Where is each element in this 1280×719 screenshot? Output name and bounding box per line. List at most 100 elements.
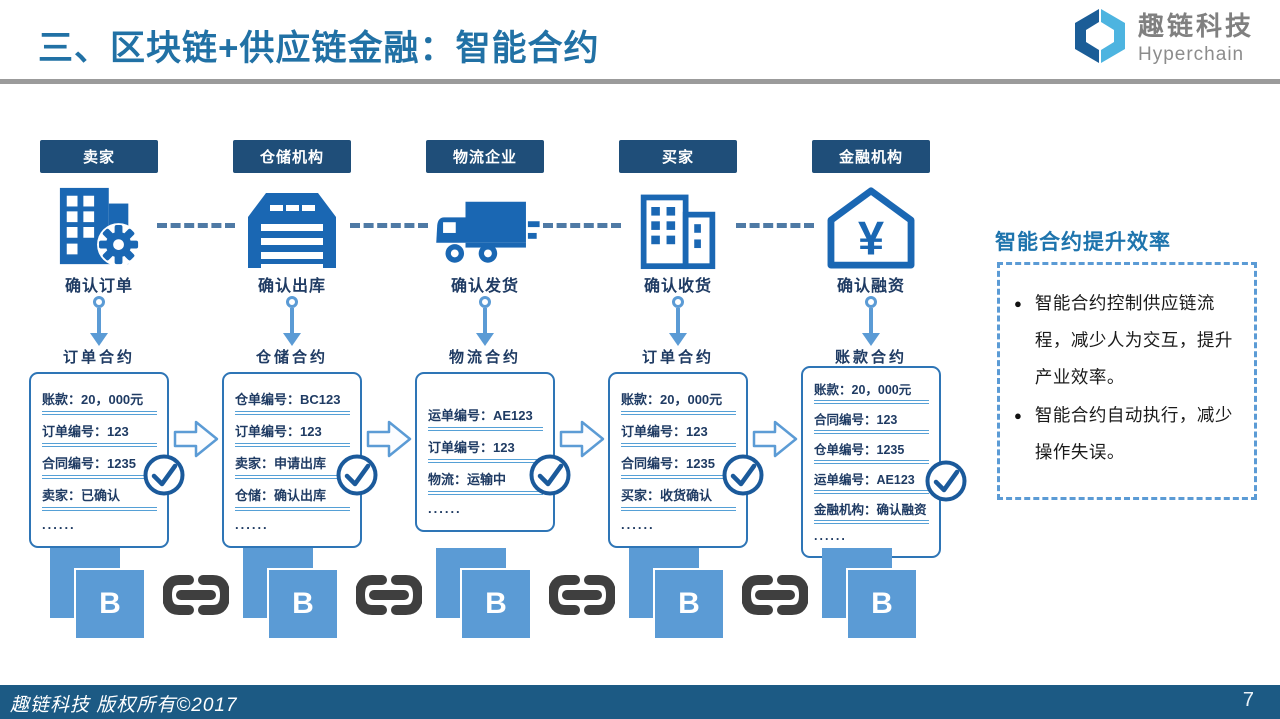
action-label: 确认出库 (257, 278, 326, 295)
contract-label: 账款合约 (834, 349, 907, 366)
column-logistics: 物流企业 确认发货 物流合约 运单编号：AE123 订单编号：123 物流：运输… (405, 140, 571, 620)
column-buyer: 买家 确认收货 订单合约 账款：20，000元 订单编号：123 合同编号：12… (598, 140, 764, 620)
bank-house-yuan-icon: ¥ (827, 187, 915, 269)
contract-field: 买家：收货确认 (621, 482, 736, 511)
icon-wrap (212, 178, 372, 270)
column-seller: 卖家 确认订单 (19, 140, 185, 620)
right-arrow-icon (752, 420, 798, 458)
block-front-square: B (74, 568, 146, 640)
contract-field: 仓单编号：1235 (814, 437, 929, 464)
action-label: 确认融资 (836, 278, 905, 295)
check-circle-icon (925, 460, 967, 502)
logo-name-en: Hyperchain (1138, 44, 1245, 65)
contract-label: 物流合约 (448, 349, 521, 366)
contract-field-ellipsis: ...... (42, 517, 76, 532)
seller-building-gear-icon (59, 187, 141, 267)
contract-field: 订单编号：123 (42, 418, 157, 447)
entity-badge: 买家 (619, 140, 737, 173)
contract-field: 合同编号：1235 (42, 450, 157, 479)
warehouse-icon (248, 193, 336, 268)
block-front-square: B (653, 568, 725, 640)
contract-field: 订单编号：123 (235, 418, 350, 447)
contract-label: 仓储合约 (255, 349, 328, 366)
blockchain-block: B (629, 548, 727, 644)
dashed-connector (350, 223, 428, 228)
contract-card: 账款：20，000元 订单编号：123 合同编号：1235 买家：收货确认 ..… (608, 372, 748, 548)
contract-card: 账款：20，000元 订单编号：123 合同编号：1235 卖家：已确认 ...… (29, 372, 169, 548)
action-label: 确认发货 (450, 278, 519, 295)
header-divider (0, 79, 1280, 84)
contract-field: 账款：20，000元 (814, 377, 929, 404)
block-front-square: B (267, 568, 339, 640)
contract-field: 账款：20，000元 (42, 386, 157, 415)
side-panel-box: ● 智能合约控制供应链流程，减少人为交互，提升产业效率。 ● 智能合约自动执行，… (997, 262, 1257, 500)
contract-label: 订单合约 (62, 349, 135, 366)
copyright-text: 趣链科技 版权所有©2017 (10, 695, 238, 716)
column-finance: 金融机构 ¥ 确认融资 账款合约 账款：20，000元 合同编号：123 仓单编… (791, 140, 967, 620)
logo-text: 趣链科技 Hyperchain (1138, 6, 1254, 66)
contract-field-ellipsis: ...... (621, 517, 655, 532)
dashed-connector (736, 223, 814, 228)
contract-field: 仓单编号：BC123 (235, 386, 350, 415)
block-front-square: B (846, 568, 918, 640)
right-arrow-icon (173, 420, 219, 458)
side-panel-title: 智能合约提升效率 (995, 231, 1171, 254)
bullet-marker: ● (1014, 408, 1022, 424)
down-arrow-icon (476, 296, 494, 346)
blockchain-block: B (243, 548, 341, 644)
entity-badge: 仓储机构 (233, 140, 351, 173)
truck-icon (436, 201, 540, 263)
bullet-item: ● 智能合约控制供应链流程，减少人为交互，提升产业效率。 (1014, 285, 1244, 395)
icon-wrap: ¥ (791, 178, 951, 270)
dashed-connector (157, 223, 235, 228)
contract-label: 订单合约 (641, 349, 714, 366)
contract-field: 订单编号：123 (428, 434, 543, 463)
entity-badge: 卖家 (40, 140, 158, 173)
contract-field: 订单编号：123 (621, 418, 736, 447)
bullet-item: ● 智能合约自动执行，减少操作失误。 (1014, 397, 1244, 471)
right-arrow-icon (559, 420, 605, 458)
chain-link-icon (742, 575, 808, 615)
contract-field: 运单编号：AE123 (428, 402, 543, 431)
right-arrow-icon (366, 420, 412, 458)
contract-field-ellipsis: ...... (428, 501, 462, 516)
contract-field: 卖家：已确认 (42, 482, 157, 511)
column-warehouse: 仓储机构 确认出库 仓储合约 仓单编号：BC123 订单编号：123 卖家：申请… (212, 140, 378, 620)
bullet-marker: ● (1014, 296, 1022, 311)
contract-card: 仓单编号：BC123 订单编号：123 卖家：申请出库 仓储：确认出库 ....… (222, 372, 362, 548)
buyer-buildings-icon (640, 194, 716, 270)
contract-card: 账款：20，000元 合同编号：123 仓单编号：1235 运单编号：AE123… (801, 366, 941, 558)
entity-badge: 物流企业 (426, 140, 544, 173)
check-circle-icon (722, 454, 764, 496)
dashed-connector (543, 223, 621, 228)
down-arrow-icon (862, 296, 880, 346)
icon-wrap (19, 178, 179, 270)
footer-bar (0, 685, 1280, 719)
check-circle-icon (529, 454, 571, 496)
contract-field: 合同编号：123 (814, 407, 929, 434)
down-arrow-icon (90, 296, 108, 346)
chain-link-icon (356, 575, 422, 615)
check-circle-icon (336, 454, 378, 496)
icon-wrap (598, 178, 758, 270)
yuan-symbol: ¥ (858, 212, 884, 264)
block-front-square: B (460, 568, 532, 640)
contract-field-ellipsis: ...... (814, 529, 847, 543)
contract-field: 运单编号：AE123 (814, 467, 929, 494)
blockchain-block: B (50, 548, 148, 644)
logo-name-cn: 趣链科技 (1138, 11, 1255, 41)
icon-wrap (405, 178, 565, 270)
contract-field: 账款：20，000元 (621, 386, 736, 415)
chain-link-icon (549, 575, 615, 615)
contract-field: 卖家：申请出库 (235, 450, 350, 479)
contract-field: 仓储：确认出库 (235, 482, 350, 511)
chain-link-icon (163, 575, 229, 615)
down-arrow-icon (669, 296, 687, 346)
entity-badge: 金融机构 (812, 140, 930, 173)
contract-field: 合同编号：1235 (621, 450, 736, 479)
bullet-text: 智能合约自动执行，减少操作失误。 (1034, 405, 1233, 462)
company-logo: 趣链科技 Hyperchain (1070, 6, 1254, 66)
check-circle-icon (143, 454, 185, 496)
bullet-text: 智能合约控制供应链流程，减少人为交互，提升产业效率。 (1034, 293, 1233, 387)
